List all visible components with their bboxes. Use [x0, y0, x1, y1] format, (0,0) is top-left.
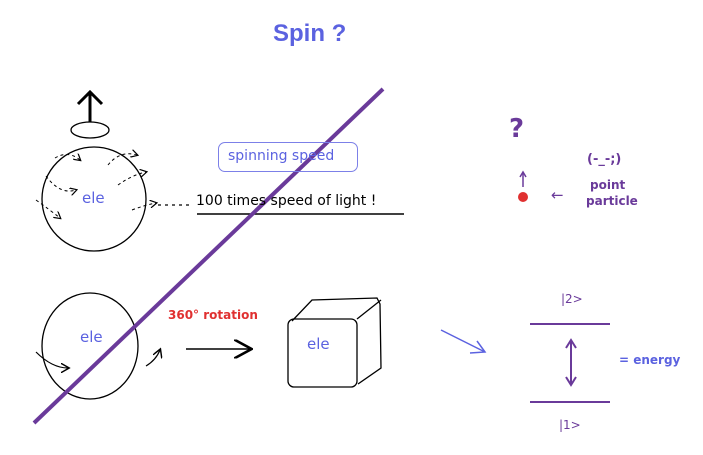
rotation-label: 360° rotation: [168, 308, 258, 322]
spinning-speed-box: [218, 142, 358, 172]
spinning-speed-label: spinning speed: [228, 148, 335, 164]
page-title: Spin ?: [273, 20, 347, 47]
particle-label: particle: [586, 194, 638, 208]
energy-label: = energy: [619, 353, 681, 367]
speed-claim: 100 times speed of light !: [196, 193, 377, 209]
question-mark: ?: [509, 114, 525, 144]
left-arrow: ←: [551, 186, 564, 204]
point-label: point: [590, 178, 626, 192]
point-particle: [518, 170, 528, 202]
spinning-electron-sphere: [35, 89, 156, 252]
rotating-electron-sphere: [35, 292, 160, 400]
upper-state-label: |2>: [561, 292, 583, 306]
emoticon: (-_-;): [587, 152, 622, 167]
transition-arrow: [440, 329, 487, 354]
electron-label-top: ele: [82, 189, 105, 207]
cross-out-line: [32, 87, 385, 425]
electron-cube: [287, 297, 382, 388]
electron-label-cube: ele: [307, 335, 330, 353]
energy-level-diagram: [530, 323, 610, 403]
lower-state-label: |1>: [559, 418, 581, 432]
electron-label-bottom: ele: [80, 328, 103, 346]
